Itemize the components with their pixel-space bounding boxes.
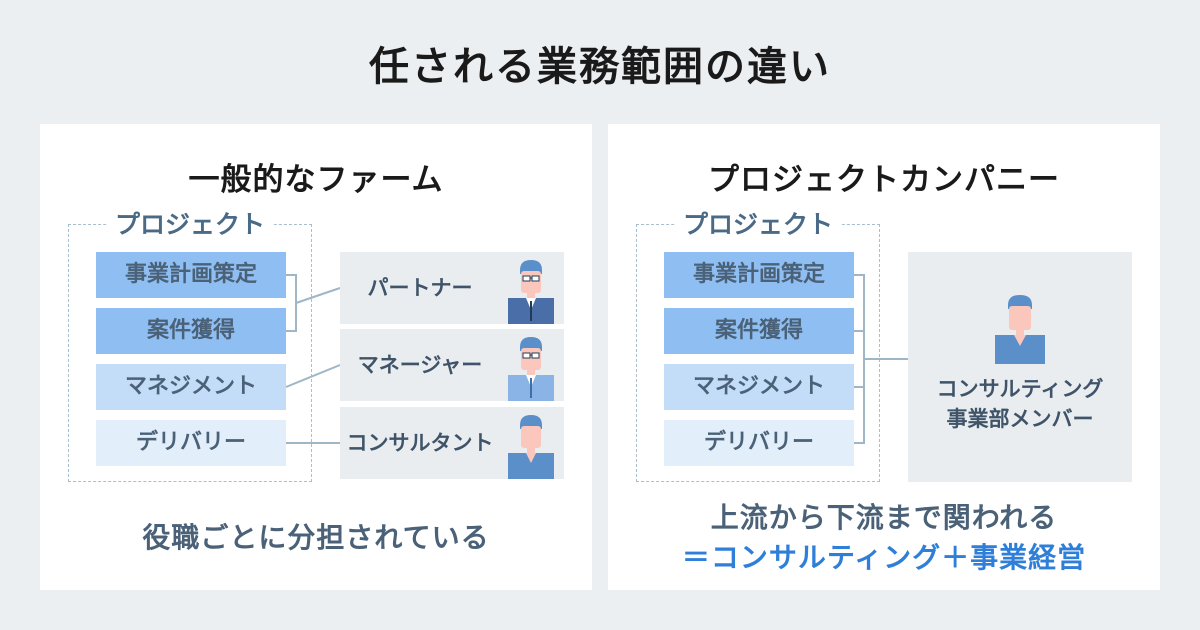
caption-line1: 上流から下流まで関われる (710, 501, 1058, 534)
project-label: プロジェクト (676, 208, 840, 242)
task-deal-acquisition: 案件獲得 (96, 308, 286, 354)
consulting-member-label: コンサルティング 事業部メンバー (908, 374, 1132, 434)
general-firm-heading: 一般的なファーム (188, 162, 444, 198)
member-label-line2: 事業部メンバー (946, 407, 1094, 431)
general-firm-panel: 一般的なファーム プロジェクト 事業計画策定 案件獲得 マネジメント デリバリー… (40, 124, 592, 590)
task-business-planning: 事業計画策定 (96, 252, 286, 298)
connector-lines (285, 274, 341, 444)
task-deal-acquisition: 案件獲得 (664, 308, 854, 354)
role-manager-name: マネージャー (357, 353, 483, 377)
consulting-member-box: コンサルティング 事業部メンバー (908, 252, 1132, 482)
member-icon (995, 295, 1045, 364)
task-business-planning: 事業計画策定 (664, 252, 854, 298)
project-company-heading: プロジェクトカンパニー (708, 162, 1060, 198)
page-title: 任される業務範囲の違い (369, 44, 831, 90)
task-management: マネジメント (664, 364, 854, 410)
role-partner: パートナー (340, 252, 564, 324)
connector-lines (854, 274, 908, 444)
project-company-caption: 上流から下流まで関われる ＝コンサルティング＋事業経営 (608, 498, 1160, 578)
caption-line2-accent: ＝コンサルティング＋事業経営 (681, 541, 1087, 574)
member-label-line1: コンサルティング (936, 377, 1104, 401)
partner-icon (508, 260, 554, 324)
task-management: マネジメント (96, 364, 286, 410)
project-label: プロジェクト (108, 208, 272, 242)
general-firm-caption: 役職ごとに分担されている (142, 521, 490, 554)
role-partner-name: パートナー (367, 276, 473, 300)
role-manager: マネージャー (340, 329, 564, 401)
project-company-panel: プロジェクトカンパニー プロジェクト 事業計画策定 案件獲得 マネジメント デリ… (608, 124, 1160, 590)
role-consultant: コンサルタント (340, 407, 564, 479)
task-delivery: デリバリー (96, 420, 286, 466)
role-consultant-name: コンサルタント (346, 431, 494, 455)
consultant-icon (508, 415, 554, 479)
task-delivery: デリバリー (664, 420, 854, 466)
manager-icon (508, 337, 554, 401)
